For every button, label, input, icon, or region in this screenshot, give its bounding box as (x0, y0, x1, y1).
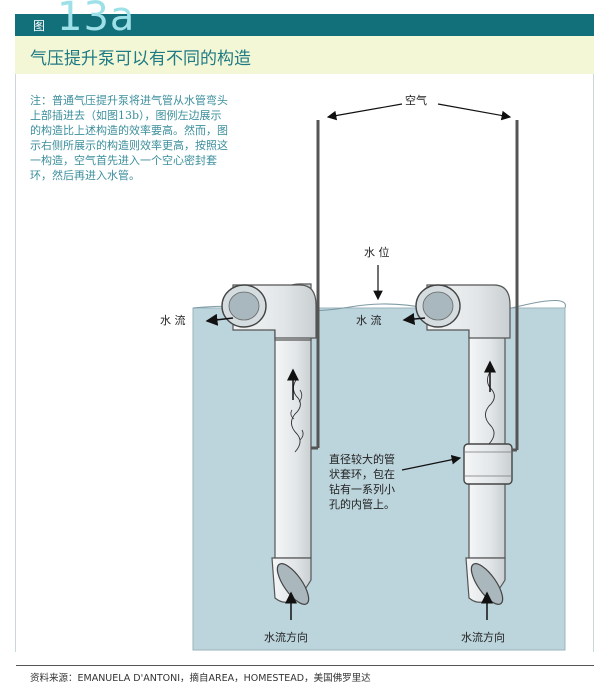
left-riser-pipe (274, 327, 312, 559)
right-riser-pipe (468, 327, 506, 559)
figure-number: 13a (57, 0, 136, 40)
water-flow-left-label: 水 流 (160, 313, 186, 327)
source-divider (16, 665, 594, 666)
water-flow-right-label: 水 流 (356, 313, 382, 327)
left-pump (205, 120, 320, 620)
collar-note-line-1: 直径较大的管 (329, 452, 395, 466)
source-credit: 资料来源：EMANUELA D'ANTONI，摘自AREA，HOMESTEAD，… (30, 673, 371, 684)
collar-note-line-3: 钻有一系列小 (329, 482, 395, 496)
right-inlet-mouth (470, 563, 504, 605)
water-level-label: 水 位 (364, 245, 390, 259)
sealed-collar (463, 443, 513, 485)
right-pump (402, 120, 519, 620)
collar-note-line-4: 孔的内管上。 (329, 497, 395, 511)
frame-right-border (593, 74, 594, 652)
header-bar (15, 14, 594, 36)
title-band (15, 36, 594, 74)
flow-direction-right-label: 水流方向 (461, 630, 505, 644)
frame-left-border (15, 74, 16, 652)
explanatory-note: 注：普通气压提升泵将进气管从水管弯头上部插进去（如图13b），图例左边展示的构造… (30, 94, 228, 182)
left-inlet-mouth (276, 563, 310, 605)
figure-title: 气压提升泵可以有不同的构造 (30, 49, 251, 69)
figure-label: 图 (33, 19, 46, 33)
flow-direction-left-label: 水流方向 (264, 630, 308, 644)
collar-note-line-2: 状套环，包在 (329, 467, 395, 481)
air-label: 空气 (405, 93, 427, 107)
